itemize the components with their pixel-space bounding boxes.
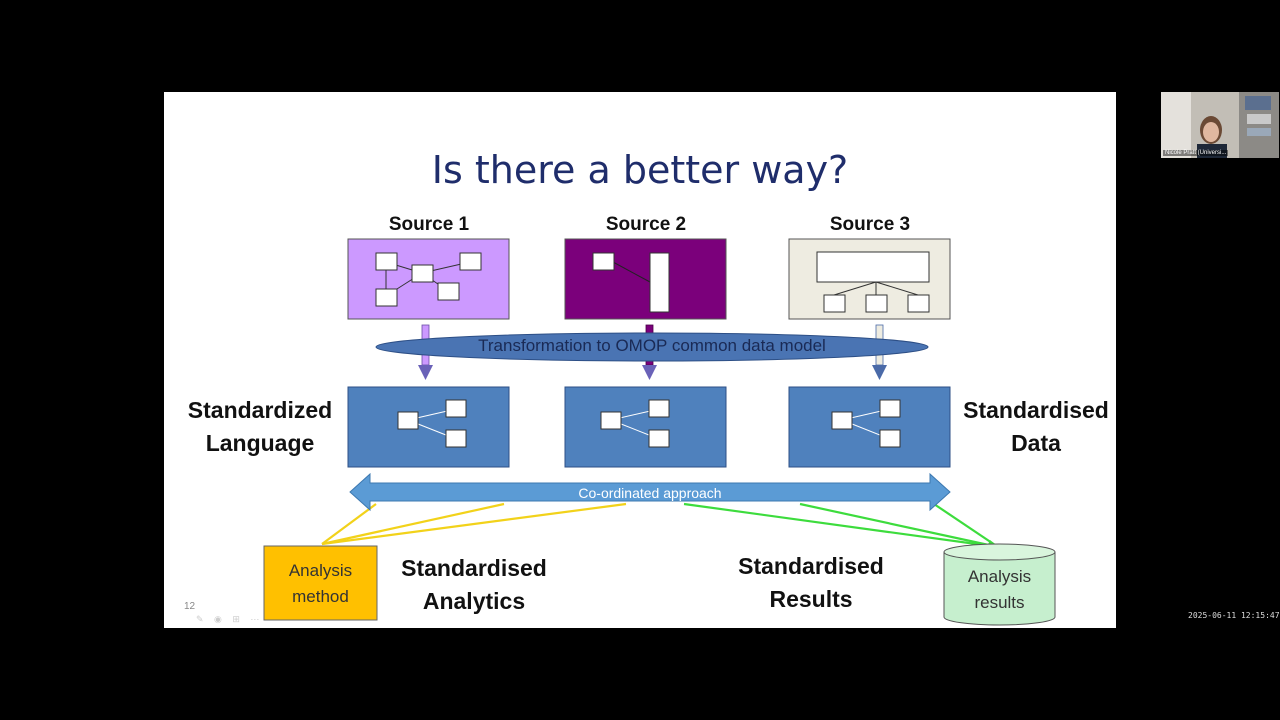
slide-number: 12 — [184, 601, 196, 612]
standard-box-3 — [788, 386, 951, 468]
standardized-language-line1: Standardized — [187, 397, 333, 423]
analysis-results-cylinder — [943, 543, 1056, 626]
standardized-language-line2: Language — [205, 430, 315, 456]
standardised-results-line2: Results — [769, 586, 853, 612]
source-1-label: Source 1 — [388, 214, 470, 235]
transformation-label: Transformation to OMOP common data model — [478, 336, 826, 355]
webcam-video — [1161, 92, 1279, 158]
participant-name: Nicole Pratt (Universi... — [1163, 150, 1229, 156]
standardised-analytics-line1: Standardised — [401, 555, 547, 581]
analytics-lines — [321, 502, 627, 546]
standard-box-1 — [347, 386, 510, 468]
standard-box-2 — [564, 386, 727, 468]
webcam-thumbnail[interactable]: Nicole Pratt (Universi... — [1161, 92, 1279, 158]
analysis-method-line2: method — [292, 587, 349, 606]
source-3-label: Source 3 — [829, 214, 911, 235]
analysis-results-line1: Analysis — [967, 567, 1032, 586]
standardised-results-line1: Standardised — [738, 553, 884, 579]
source-3-box — [788, 238, 951, 320]
analysis-results-line2: results — [974, 593, 1025, 612]
slide-toolbar-icons[interactable]: ✎ ◉ ⊞ ⋯ — [196, 614, 264, 624]
source-2-label: Source 2 — [605, 214, 687, 235]
analysis-method-box — [263, 545, 378, 621]
results-lines — [683, 502, 999, 549]
standardised-results-label: Standardised Results — [721, 550, 901, 616]
standardised-data-line2: Data — [1011, 430, 1061, 456]
standardised-analytics-line2: Analytics — [422, 588, 526, 614]
presentation-slide: Is there a better way? Source 1 Source 2… — [164, 92, 1116, 628]
standardised-data-label: Standardised Data — [956, 394, 1116, 460]
source-1-box — [347, 238, 510, 320]
slide-diagram — [263, 238, 1056, 626]
analysis-method-line1: Analysis — [288, 561, 353, 580]
slide-title: Is there a better way? — [431, 148, 849, 192]
standardised-data-line1: Standardised — [963, 397, 1109, 423]
coordinated-label: Co-ordinated approach — [578, 485, 722, 501]
source-2-box — [564, 238, 727, 320]
analysis-results-text: Analysis results — [944, 564, 1055, 616]
standardized-language-label: Standardized Language — [178, 394, 342, 460]
analysis-method-text: Analysis method — [264, 558, 377, 610]
recording-timestamp: 2025-06-11 12:15:47 — [1188, 611, 1280, 620]
coordinated-arrow — [349, 472, 951, 512]
standardised-analytics-label: Standardised Analytics — [384, 552, 564, 618]
transformation-oval — [375, 332, 929, 362]
